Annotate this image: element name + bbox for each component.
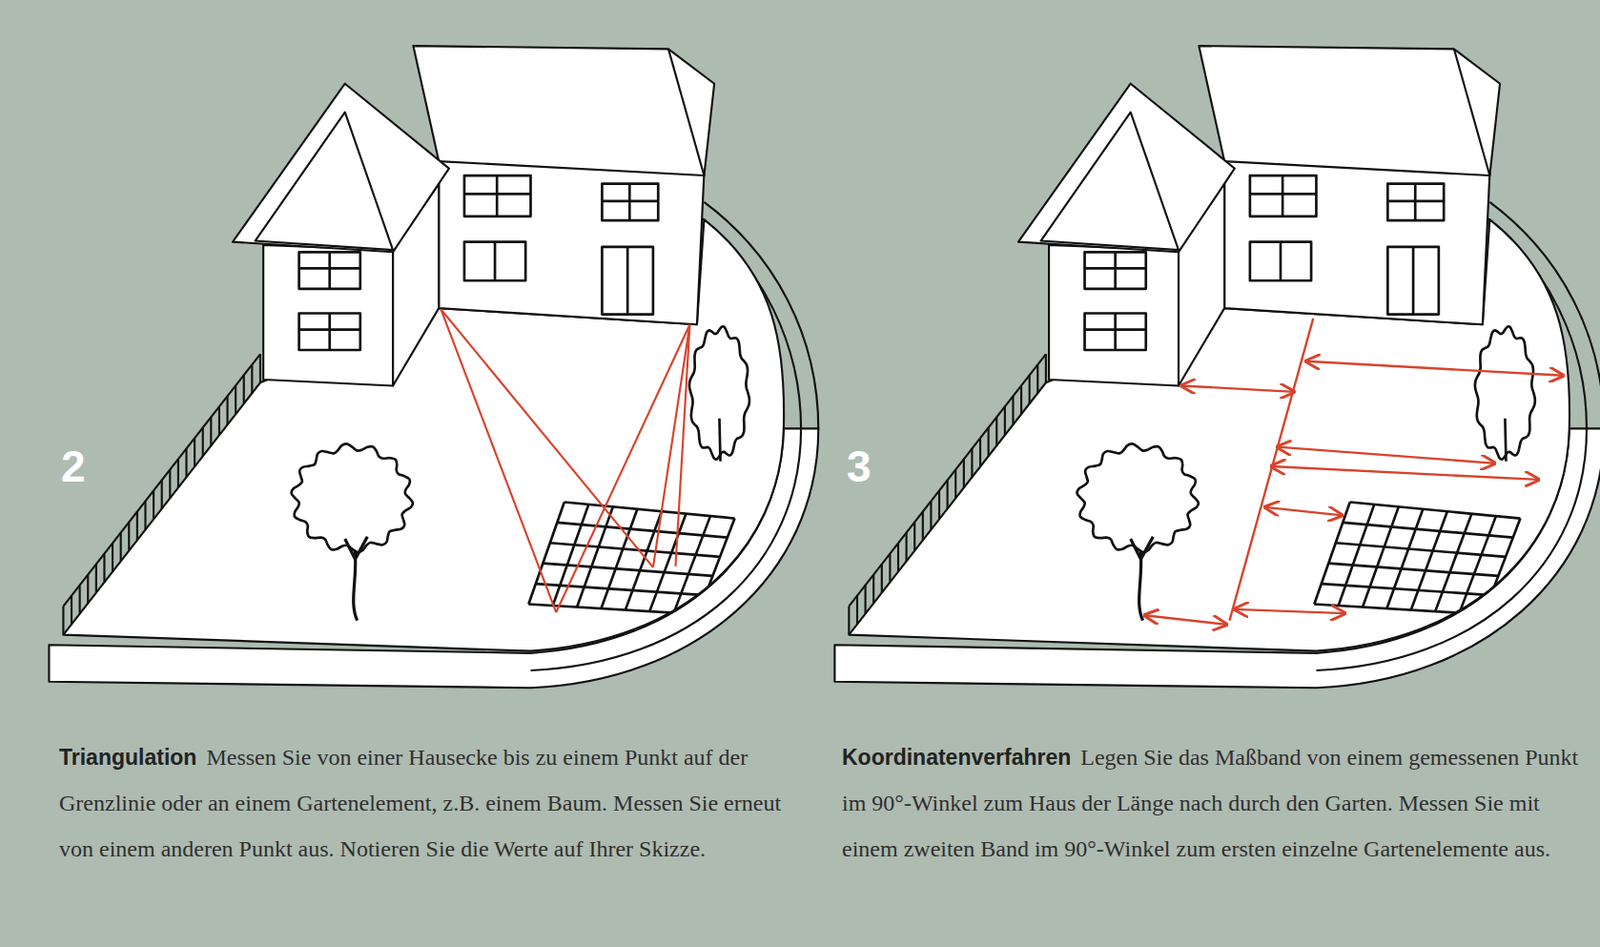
figure-number: 3 xyxy=(846,444,872,489)
caption-heading: Koordinatenverfahren xyxy=(841,744,1071,770)
caption: KoordinatenverfahrenLegen Sie das Maßban… xyxy=(841,734,1586,872)
coordinate-lines xyxy=(1145,318,1564,625)
garden-scene xyxy=(834,45,1600,688)
garden-scene xyxy=(48,45,819,688)
caption: TriangulationMessen Sie von einer Hausec… xyxy=(59,734,803,872)
triangulation-lines xyxy=(440,308,690,613)
figure-number: 2 xyxy=(61,444,86,489)
caption-heading: Triangulation xyxy=(59,744,197,770)
